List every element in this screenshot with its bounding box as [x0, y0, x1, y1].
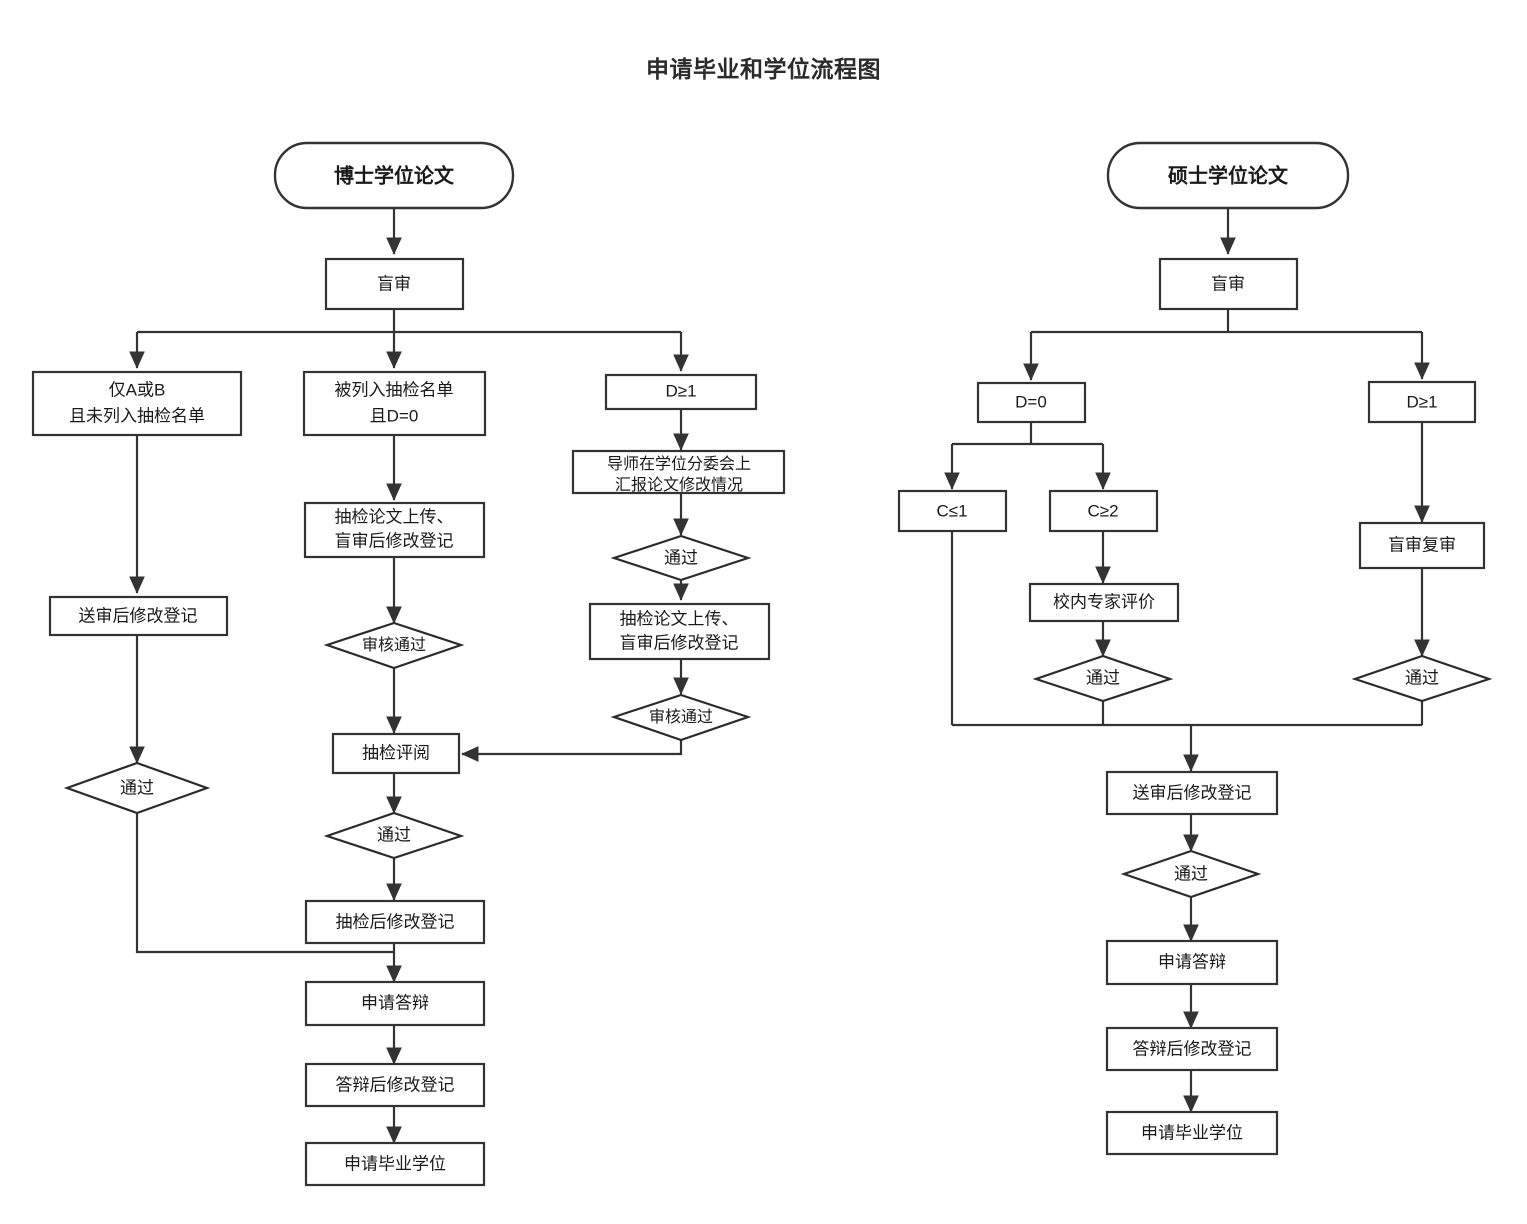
page-title: 申请毕业和学位流程图 [646, 56, 881, 82]
node-doctoral-upload-mid[interactable]: 抽检论文上传、 盲审后修改登记 [303, 501, 486, 559]
node-listed-and-d0[interactable]: 被列入抽检名单 且D=0 [302, 370, 487, 437]
node-master-c-le-1-label: C≤1 [936, 501, 967, 520]
node-doctoral-blind-review-label: 盲审 [377, 274, 411, 293]
node-doctoral-review-pass-right-label: 审核通过 [649, 708, 713, 726]
node-master-d-ge-1[interactable]: D≥1 [1367, 380, 1477, 424]
node-master-apply-degree[interactable]: 申请毕业学位 [1105, 1110, 1279, 1156]
node-master-pass-final-label: 通过 [1174, 864, 1208, 883]
node-doctoral-apply-defense[interactable]: 申请答辩 [304, 980, 486, 1027]
node-spot-review[interactable]: 抽检评阅 [331, 732, 461, 775]
node-master-pass-recheck[interactable]: 通过 [1351, 654, 1493, 703]
node-master-d-eq-0[interactable]: D=0 [976, 381, 1087, 424]
node-after-spot-reg-label: 抽检后修改登记 [336, 912, 455, 931]
node-master-apply-degree-label: 申请毕业学位 [1141, 1123, 1243, 1142]
node-master-after-submit-reg[interactable]: 送审后修改登记 [1105, 770, 1279, 816]
edges-doctoral [129, 208, 689, 1144]
node-only-ab-line2: 且未列入抽检名单 [69, 406, 205, 425]
node-doctoral-d-ge-1-label: D≥1 [665, 381, 696, 400]
node-master-start[interactable]: 硕士学位论文 [1106, 141, 1350, 210]
node-doctoral-start[interactable]: 博士学位论文 [273, 141, 515, 210]
node-master-blind-review[interactable]: 盲审 [1158, 257, 1299, 311]
node-master-blind-review-label: 盲审 [1211, 274, 1245, 293]
node-only-ab-not-listed[interactable]: 仅A或B 且未列入抽检名单 [31, 370, 243, 437]
node-doctoral-pass-left-label: 通过 [120, 778, 154, 797]
node-doctoral-after-submit-reg-label: 送审后修改登记 [79, 606, 198, 625]
node-master-d-ge-1-label: D≥1 [1406, 392, 1437, 411]
node-master-pass-recheck-label: 通过 [1405, 668, 1439, 687]
node-doctoral-review-pass-mid[interactable]: 审核通过 [323, 621, 465, 670]
node-doctoral-d-ge-1[interactable]: D≥1 [604, 373, 758, 411]
node-doctoral-after-submit-reg[interactable]: 送审后修改登记 [48, 595, 229, 637]
node-advisor-report-line2: 汇报论文修改情况 [615, 476, 743, 494]
edges-master [944, 208, 1430, 1113]
node-master-after-defense-reg-label: 答辩后修改登记 [1133, 1039, 1252, 1058]
node-master-apply-defense[interactable]: 申请答辩 [1105, 939, 1279, 986]
node-doctoral-pass-mid-label: 通过 [377, 825, 411, 844]
node-doctoral-pass-left[interactable]: 通过 [63, 761, 211, 815]
node-master-c-ge-2-label: C≥2 [1087, 501, 1118, 520]
node-master-pass-expert-label: 通过 [1086, 668, 1120, 687]
node-internal-expert-eval-label: 校内专家评价 [1053, 592, 1155, 611]
node-master-after-submit-reg-label: 送审后修改登记 [1133, 783, 1252, 802]
node-master-after-defense-reg[interactable]: 答辩后修改登记 [1105, 1026, 1279, 1072]
node-master-apply-defense-label: 申请答辩 [1158, 952, 1226, 971]
node-doctoral-after-defense-reg[interactable]: 答辩后修改登记 [304, 1062, 486, 1108]
node-doctoral-upload-mid-line2: 盲审后修改登记 [335, 531, 454, 550]
node-after-spot-reg[interactable]: 抽检后修改登记 [304, 899, 486, 945]
node-doctoral-apply-degree-label: 申请毕业学位 [344, 1154, 446, 1173]
node-doctoral-after-defense-reg-label: 答辩后修改登记 [336, 1075, 455, 1094]
node-doctoral-upload-mid-line1: 抽检论文上传、 [335, 507, 454, 526]
node-doctoral-review-pass-right[interactable]: 审核通过 [610, 693, 752, 742]
node-listed-line1: 被列入抽检名单 [335, 380, 454, 399]
nodes-master: 硕士学位论文 盲审 D=0 D≥1 C≤1 [897, 141, 1493, 1156]
node-advisor-report[interactable]: 导师在学位分委会上 汇报论文修改情况 [571, 449, 786, 494]
node-master-start-label: 硕士学位论文 [1168, 163, 1289, 187]
node-spot-review-label: 抽检评阅 [362, 743, 430, 762]
edge-check2-to-spotreview [461, 740, 683, 762]
node-doctoral-blind-review[interactable]: 盲审 [324, 257, 465, 311]
nodes-doctoral: 博士学位论文 盲审 仅A或B 且未列入抽检名单 被列入抽检名单 且D=0 [31, 141, 786, 1187]
node-doctoral-apply-defense-label: 申请答辩 [361, 993, 429, 1012]
node-doctoral-pass-mid[interactable]: 通过 [323, 811, 465, 860]
node-doctoral-upload-right-line2: 盲审后修改登记 [620, 633, 739, 652]
node-master-pass-final[interactable]: 通过 [1120, 849, 1262, 899]
node-doctoral-pass-right[interactable]: 通过 [610, 534, 752, 582]
node-master-pass-expert[interactable]: 通过 [1032, 654, 1174, 703]
node-master-d-eq-0-label: D=0 [1015, 392, 1047, 411]
node-blind-recheck[interactable]: 盲审复审 [1358, 521, 1486, 570]
node-internal-expert-eval[interactable]: 校内专家评价 [1028, 582, 1180, 623]
node-advisor-report-line1: 导师在学位分委会上 [607, 455, 751, 473]
node-doctoral-start-label: 博士学位论文 [334, 163, 455, 187]
node-doctoral-upload-right[interactable]: 抽检论文上传、 盲审后修改登记 [588, 602, 771, 661]
node-blind-recheck-label: 盲审复审 [1388, 535, 1456, 554]
node-master-c-le-1[interactable]: C≤1 [897, 489, 1008, 533]
node-listed-line2: 且D=0 [370, 406, 419, 425]
edge-pass-to-apply-elbow [135, 813, 394, 954]
node-only-ab-line1: 仅A或B [109, 380, 166, 399]
node-doctoral-upload-right-line1: 抽检论文上传、 [620, 609, 739, 628]
node-doctoral-apply-degree[interactable]: 申请毕业学位 [304, 1141, 486, 1187]
node-doctoral-review-pass-mid-label: 审核通过 [362, 636, 426, 654]
node-master-c-ge-2[interactable]: C≥2 [1048, 489, 1159, 533]
node-doctoral-pass-right-label: 通过 [664, 548, 698, 567]
